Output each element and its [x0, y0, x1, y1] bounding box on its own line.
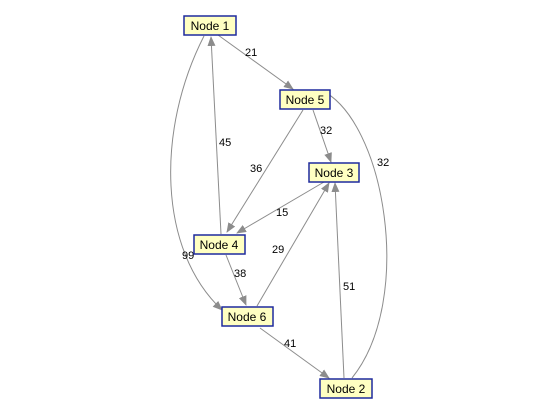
edge-node4-node6 — [225, 254, 247, 306]
edge-label-36: 36 — [250, 163, 262, 175]
edge-label-15: 15 — [276, 207, 288, 219]
edge-node4-node1 — [207, 36, 222, 235]
edge-label-41: 41 — [284, 338, 296, 350]
edge-node2-node3 — [331, 182, 345, 379]
edge-node6-node2 — [259, 327, 330, 379]
edge-node5-node4 — [226, 109, 304, 233]
edge-label-45: 45 — [219, 137, 231, 149]
node-4[interactable]: Node 4 — [193, 234, 246, 255]
edge-node5-node3 — [312, 109, 332, 163]
node-4-label: Node 4 — [200, 238, 239, 252]
edge-label-29: 29 — [272, 244, 284, 256]
edge-node1-node5 — [217, 34, 294, 90]
edge-label-32-a: 32 — [320, 125, 332, 137]
node-1-label: Node 1 — [191, 19, 230, 33]
edge-label-99: 99 — [182, 250, 194, 262]
node-2[interactable]: Node 2 — [319, 378, 373, 399]
node-5[interactable]: Node 5 — [279, 89, 331, 110]
edge-node1-node6 — [170, 35, 223, 311]
node-2-label: Node 2 — [327, 382, 366, 396]
node-6-label: Node 6 — [228, 310, 267, 324]
node-1[interactable]: Node 1 — [183, 15, 237, 36]
edge-label-38: 38 — [234, 268, 246, 280]
nodes-layer: Node 1 Node 5 Node 3 Node 4 Node 6 Node … — [183, 15, 373, 399]
edge-label-21: 21 — [245, 47, 257, 59]
node-5-label: Node 5 — [286, 93, 325, 107]
node-6[interactable]: Node 6 — [221, 306, 274, 327]
node-3-label: Node 3 — [315, 166, 354, 180]
edge-node3-node4 — [236, 173, 334, 234]
node-3[interactable]: Node 3 — [308, 162, 360, 183]
edge-label-51: 51 — [343, 281, 355, 293]
edge-label-32-b: 32 — [377, 157, 389, 169]
edge-node2-node5 — [320, 89, 388, 379]
edges-layer: 21 32 36 45 15 99 38 29 41 51 32 — [170, 34, 389, 379]
edge-node6-node3 — [256, 182, 330, 307]
